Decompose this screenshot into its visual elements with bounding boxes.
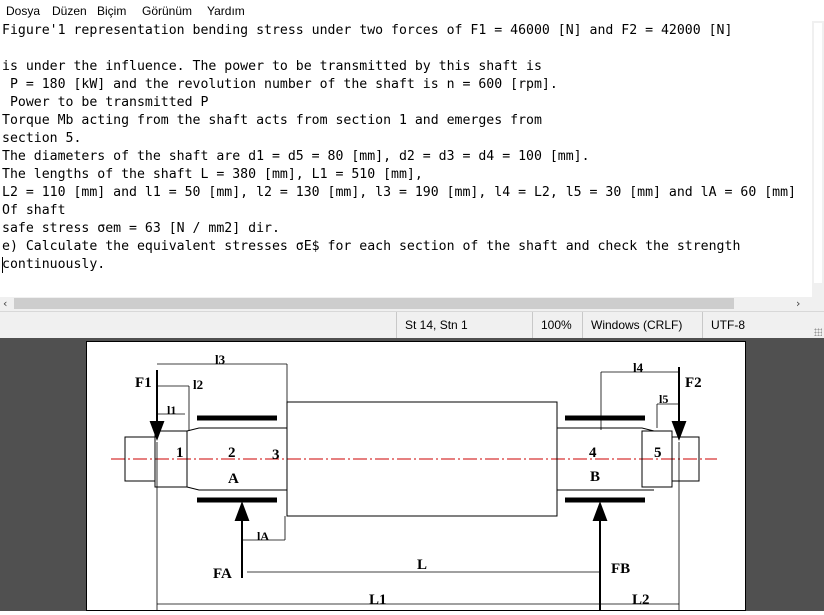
cursor-position: St 14, Stn 1 (396, 312, 532, 338)
scroll-right-icon[interactable]: › (796, 297, 801, 310)
vertical-scrollbar[interactable] (812, 21, 824, 297)
shaft-outline (124, 401, 700, 517)
scroll-left-icon[interactable]: ‹ (3, 297, 8, 310)
menu-format[interactable]: Biçim (97, 4, 127, 18)
label-bearing-b: B (590, 469, 600, 485)
editor-line: continuously. (2, 257, 106, 272)
editor-line: L2 = 110 [mm] and l1 = 50 [mm], l2 = 130… (2, 185, 796, 200)
label-section-1: 1 (176, 445, 184, 461)
label-l2-total: L2 (632, 592, 650, 608)
editor-line: P = 180 [kW] and the revolution number o… (2, 77, 558, 92)
label-bearing-a: A (228, 471, 239, 487)
label-l1: l1 (167, 403, 176, 417)
resize-grip-icon[interactable] (814, 328, 822, 336)
editor-line: section 5. (2, 131, 82, 146)
editor-line: Figure'1 representation bending stress u… (2, 23, 733, 38)
editor-line: is under the influence. The power to be … (2, 59, 542, 74)
status-bar: St 14, Stn 1 100% Windows (CRLF) UTF-8 (0, 311, 824, 338)
label-f1: F1 (135, 375, 152, 391)
label-fa: FA (213, 566, 232, 582)
label-section-3: 3 (272, 447, 280, 463)
text-editor[interactable]: Figure'1 representation bending stress u… (0, 21, 812, 297)
label-l1-total: L1 (369, 592, 387, 608)
shaft-figure: F1 F2 FA FB l3 l2 l1 l4 l5 lA L L1 L2 1 … (86, 341, 746, 611)
label-l: L (417, 557, 427, 573)
line-ending: Windows (CRLF) (582, 312, 702, 338)
label-l3: l3 (215, 352, 226, 367)
shaft-diagram: F1 F2 FA FB l3 l2 l1 l4 l5 lA L L1 L2 1 … (111, 352, 717, 610)
vertical-scroll-thumb[interactable] (814, 23, 822, 283)
editor-line: Of shaft (2, 203, 66, 218)
menu-bar: Dosya Düzen Biçim Görünüm Yardım (0, 0, 824, 21)
editor-line: The diameters of the shaft are d1 = d5 =… (2, 149, 590, 164)
editor-line: safe stress σem = 63 [N / mm2] dir. (2, 221, 280, 236)
encoding: UTF-8 (702, 312, 812, 338)
label-section-2: 2 (228, 445, 236, 461)
label-la: lA (257, 529, 269, 543)
label-fb: FB (611, 561, 630, 577)
diagram-labels: F1 F2 FA FB l3 l2 l1 l4 l5 lA L L1 L2 1 … (135, 352, 702, 608)
editor-line: e) Calculate the equivalent stresses σE$… (2, 239, 741, 254)
label-f2: F2 (685, 375, 702, 391)
editor-line: Torque Mb acting from the shaft acts fro… (2, 113, 542, 128)
menu-help[interactable]: Yardım (207, 4, 245, 18)
horizontal-scroll-thumb[interactable] (14, 298, 734, 309)
dimension-lines (156, 363, 680, 610)
bearings (197, 415, 645, 503)
menu-file[interactable]: Dosya (6, 4, 41, 18)
editor-line: Power to be transmitted P (2, 95, 209, 110)
menu-view[interactable]: Görünüm (142, 4, 193, 18)
horizontal-scrollbar[interactable]: ‹ › (0, 297, 812, 311)
text-caret (2, 257, 3, 273)
zoom-level: 100% (532, 312, 582, 338)
label-section-4: 4 (589, 445, 597, 461)
forces (149, 367, 687, 610)
label-l2: l2 (193, 377, 203, 392)
label-section-5: 5 (654, 445, 662, 461)
label-l4: l4 (633, 360, 644, 375)
scrollbar-corner (812, 297, 824, 311)
editor-line: The lengths of the shaft L = 380 [mm], L… (2, 167, 423, 182)
menu-edit[interactable]: Düzen (52, 4, 87, 18)
label-l5: l5 (659, 392, 668, 406)
